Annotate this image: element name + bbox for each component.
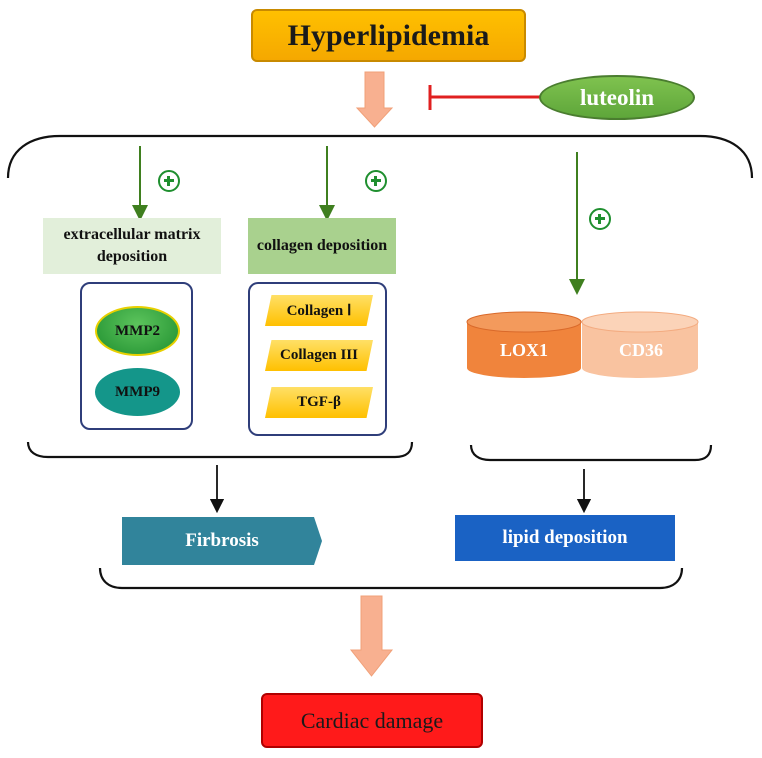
mmp9-ellipse: MMP9 xyxy=(95,368,180,416)
collagen-3-tag: Collagen III xyxy=(265,340,373,371)
right-group-brace xyxy=(469,444,713,462)
lox1-label: LOX1 xyxy=(499,340,548,360)
plus-circle-icon xyxy=(158,170,180,192)
big-arrow-top xyxy=(355,71,394,128)
cd36-cylinder xyxy=(581,311,699,378)
ecm-group-box xyxy=(80,282,193,430)
lipid-deposition-box: lipid deposition xyxy=(455,515,675,561)
lower-brace xyxy=(98,567,684,590)
tgf-beta-tag: TGF-β xyxy=(265,387,373,418)
luteolin-ellipse: luteolin xyxy=(539,75,695,120)
big-arrow-bottom xyxy=(349,595,394,677)
collagen-deposition-label: collagen deposition xyxy=(248,218,396,274)
mmp2-ellipse: MMP2 xyxy=(95,306,180,356)
plus-circle-icon xyxy=(589,208,611,230)
left-group-brace xyxy=(26,441,414,459)
lox1-cylinder xyxy=(466,311,582,378)
fibrosis-box: Firbrosis xyxy=(122,517,322,565)
collagen-group-box xyxy=(248,282,387,436)
collagen-1-tag: Collagen Ⅰ xyxy=(265,295,373,326)
top-brace xyxy=(6,134,754,179)
cardiac-damage-box: Cardiac damage xyxy=(261,693,483,748)
cd36-label: CD36 xyxy=(619,340,663,360)
hyperlipidemia-box: Hyperlipidemia xyxy=(251,9,526,62)
ecm-deposition-label: extracellular matrix deposition xyxy=(43,218,221,274)
plus-circle-icon xyxy=(365,170,387,192)
